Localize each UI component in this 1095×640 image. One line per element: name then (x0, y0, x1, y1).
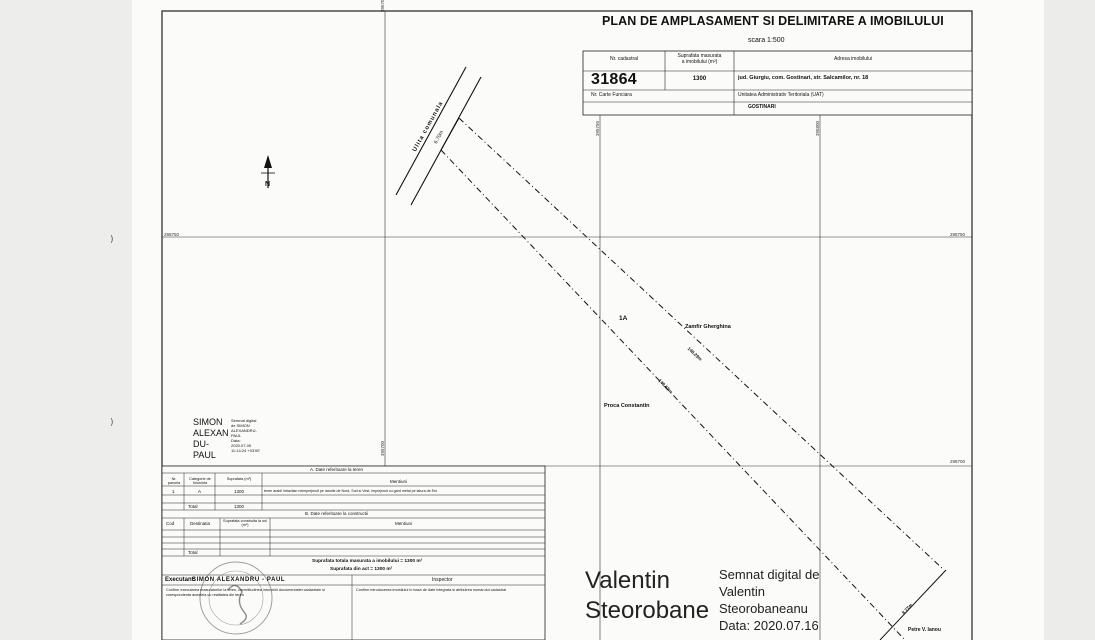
table-a-header: Suprafata (m²) (226, 477, 252, 481)
plan-title: PLAN DE AMPLASAMENT SI DELIMITARE A IMOB… (602, 14, 944, 28)
parcel-label: 1A (619, 315, 628, 322)
valentin-detail-line: Valentin (719, 584, 766, 599)
uat-value: GOSTINARI (748, 104, 776, 110)
neighbor-ne-label: Zamfir Gherghina (685, 324, 731, 330)
table-b-header: Cod (166, 521, 175, 526)
executant-note: Confirm executarea masuratorilor la tere… (166, 588, 325, 597)
table-a-cell: 1 (172, 489, 175, 494)
simon-name-line: SIMON (193, 417, 223, 427)
table-b-header: Destinatia (190, 521, 211, 526)
parcel-edge-nw (440, 117, 460, 151)
grid-label-y1-right: 298750 (950, 232, 966, 237)
plan-scale: scara 1:500 (748, 37, 785, 44)
executant-label: Executant: (165, 577, 196, 583)
grid-label-x3: 395800 (815, 120, 820, 136)
simon-detail-line: ALEXANDRU- (231, 428, 257, 433)
valentin-signature-details: Semnat digital de Valentin Steorobaneanu… (719, 566, 819, 634)
grid-label-x1-bottom: 395700 (380, 440, 385, 456)
table-a-header: Mentiuni (390, 479, 408, 484)
table-a-total: 1300 (234, 504, 245, 509)
table-b-title: B. Date referitoare la constructii (305, 511, 369, 516)
simon-name-line: PAUL (193, 450, 216, 460)
valentin-name-line: Valentin (585, 567, 670, 594)
simon-detail-line: de SIMON (231, 423, 250, 428)
carte-funciara-label: Nr. Carte Funciara (591, 92, 632, 98)
valentin-name-line: Steorobane (585, 597, 710, 624)
grid-label-y1: 298750 (164, 232, 180, 237)
table-a-cell: teren arabil intravilan neimprejmuit pe … (264, 489, 437, 493)
north-arrow-icon (261, 155, 275, 188)
parcel-edge-sw (440, 149, 906, 640)
parcel-edge-se (879, 569, 947, 640)
neighbor-se-label: Petre V. Ianou (908, 627, 941, 633)
inspector-label: Inspector (432, 577, 453, 583)
table-b-header: Mentiuni (395, 521, 413, 526)
valentin-detail-line: Steorobaneanu (719, 601, 808, 616)
table-a-total-label: Total (188, 504, 198, 509)
simon-detail-line: 11:14:24 +03'00' (231, 448, 261, 453)
simon-detail-line: 2020.07.05 (231, 443, 252, 448)
table-a-header: Nr. parcela (167, 477, 181, 485)
north-label: N (265, 181, 271, 188)
suprafata-label-2: a imobilului (m²) (681, 59, 718, 65)
simon-signature-details: Semnat digital de SIMON ALEXANDRU- PAUL … (231, 418, 260, 453)
simon-detail-line: PAUL (231, 433, 242, 438)
table-b-header: Suprafata construita la sol (m²) (223, 519, 267, 527)
valentin-detail-line: Semnat digital de (719, 567, 820, 582)
grid-label-y2-right: 298700 (950, 459, 966, 464)
totals-line-1: Suprafata totala masurata a imobilului =… (312, 559, 423, 564)
nr-cadastral-value: 31864 (591, 71, 637, 88)
adresa-label: Adresa imobilului (833, 56, 873, 62)
table-a-cell: A (198, 489, 202, 494)
simon-detail-line: Semnat digital (231, 418, 257, 423)
table-a-cell: 1300 (234, 489, 245, 494)
svg-text:): ) (110, 418, 114, 428)
simon-signature-name: SIMON ALEXAN DU- PAUL (193, 417, 229, 461)
uat-label: Unitatea Administrativ Teritoriala (UAT) (738, 92, 824, 98)
table-a-header: Categorie de folosinta (189, 477, 211, 485)
grid-label-x1: 395700 (380, 0, 385, 12)
grid-label-x2: 395750 (595, 120, 600, 136)
valentin-signature-name: Valentin Steorobane (585, 566, 709, 626)
neighbor-sw-label: Proca Constantin (604, 403, 650, 409)
valentin-detail-line: Data: 2020.07.16 (719, 618, 819, 633)
table-a-title: A. Date referitoare la teren (310, 467, 364, 472)
suprafata-label-1: Suprafata masurata (677, 53, 722, 59)
executant-name: SIMON ALEXANDRU - PAUL (192, 577, 286, 583)
drawing-frame (161, 10, 973, 640)
simon-name-line: DU- (193, 439, 209, 449)
adresa-value: jud. Giurgiu, com. Gostinari, str. Salca… (738, 75, 869, 81)
simon-name-line: ALEXAN (193, 428, 229, 438)
inspector-note: Confirm introducerea imobilului in baza … (356, 588, 507, 592)
street-edge-1 (395, 66, 467, 196)
nr-cadastral-label: Nr. cadastral (609, 56, 639, 62)
header-table: Nr. cadastral Suprafata masurata a imobi… (583, 51, 972, 115)
totals-line-2: Suprafata din act = 1300 m² (330, 567, 393, 572)
simon-detail-line: Data: (231, 438, 241, 443)
svg-text:): ) (110, 235, 114, 245)
table-b-total-label: Total (188, 550, 198, 555)
stamp-seal (199, 561, 273, 635)
suprafata-value: 1300 (692, 76, 707, 82)
